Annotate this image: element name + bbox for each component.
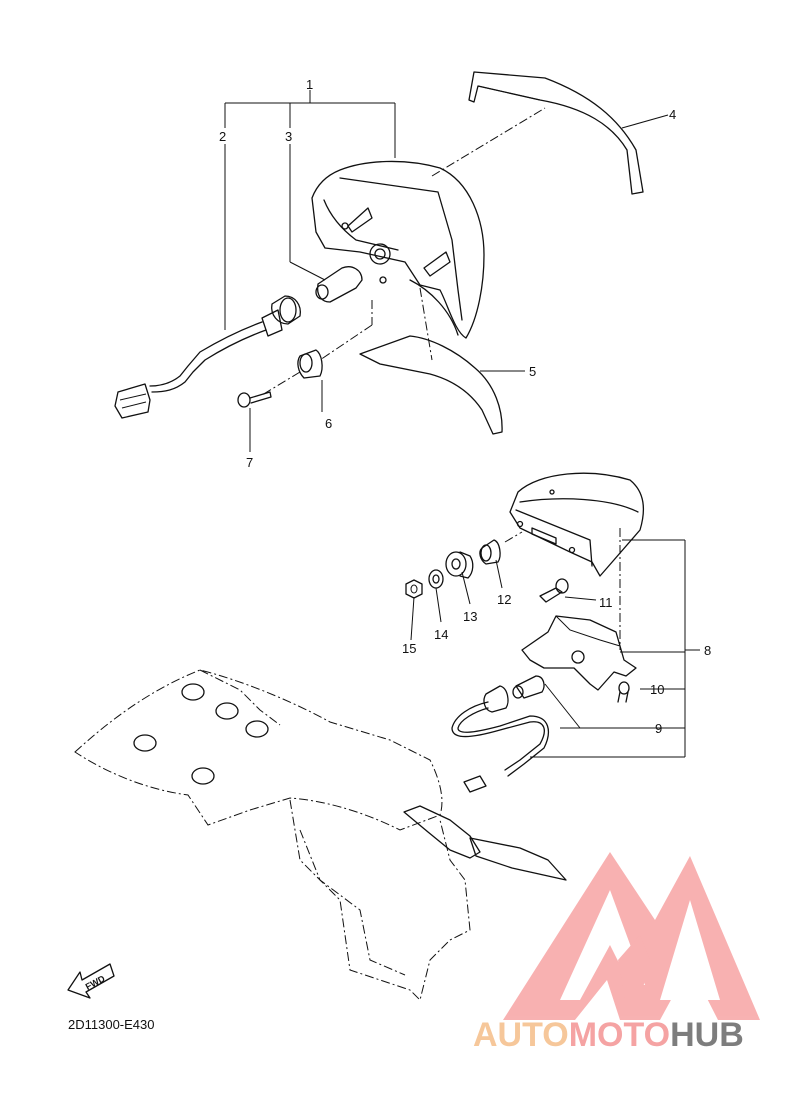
callout-3: 3 [285,129,292,144]
callout-5: 5 [529,364,536,379]
part-14-washer [428,569,444,589]
leader-lines [224,90,700,758]
part-8-license-light [509,472,645,577]
part-8-license-light-lower [521,615,637,691]
part-10-screw [617,681,630,703]
callout-2: 2 [219,129,226,144]
rear-fender [74,669,567,1001]
watermark-auto: AUTO [473,1016,569,1054]
part-7-screw [237,391,272,408]
callout-13: 13 [463,609,477,624]
callout-1: 1 [306,77,313,92]
part-3-bulb [315,266,363,303]
fwd-label: FWD [84,973,107,992]
callout-4: 4 [669,107,676,122]
callout-8: 8 [704,643,711,658]
part-2-wire-harness [114,295,301,419]
callout-15: 15 [402,641,416,656]
watermark-hub: HUB [670,1016,744,1054]
part-11-bolt [539,578,569,603]
part-6-grommet [297,349,323,379]
watermark-brand: AUTOMOTOHUB [473,1016,744,1055]
callouts: 1 2 3 4 5 6 7 8 9 10 11 12 13 14 15 [219,77,711,736]
callout-10: 10 [650,682,664,697]
callout-6: 6 [325,416,332,431]
part-code: 2D11300-E430 [68,1017,155,1032]
watermark-moto: MOTO [568,1016,671,1054]
part-5-bottom-cover [359,335,503,435]
part-15-nut [405,579,423,599]
fwd-arrow-icon: FWD [67,963,115,999]
part-9-bulb-wire [451,675,550,793]
automotohub-logo [503,852,760,1020]
part-12-collar [479,539,501,565]
assembly-lines [261,107,621,650]
callout-12: 12 [497,592,511,607]
callout-7: 7 [246,455,253,470]
callout-11: 11 [599,595,613,610]
callout-9: 9 [655,721,662,736]
part-4-top-cover [468,71,644,195]
callout-14: 14 [434,627,448,642]
part-1-tail-light [311,160,485,339]
part-13-grommet [445,551,474,579]
